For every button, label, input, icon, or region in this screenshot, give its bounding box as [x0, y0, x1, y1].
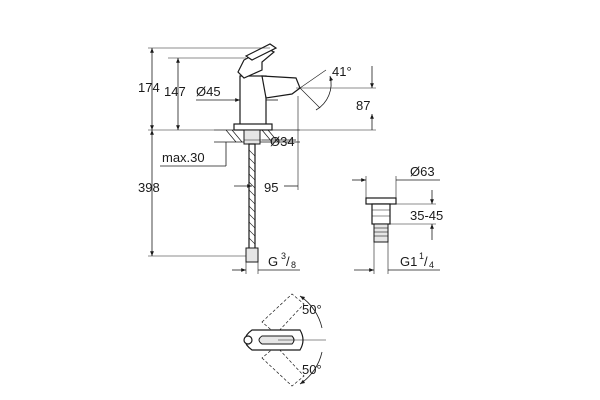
drain-assembly [365, 197, 397, 243]
dim-drain-range: 35-45 [410, 208, 443, 223]
dim-max-thickness: max.30 [162, 150, 205, 165]
faucet-lever [237, 47, 276, 79]
svg-text:G1: G1 [400, 254, 417, 269]
svg-text:1: 1 [419, 251, 424, 261]
dim-hose-offset: 95 [264, 180, 278, 195]
drain-thread [373, 223, 389, 243]
dim-total-height: 174 [138, 80, 160, 95]
faucet-base [233, 123, 273, 131]
dim-body-diameter: Ø45 [196, 84, 221, 99]
faucet-dimension-lines [148, 47, 376, 274]
faucet-spout [261, 75, 301, 99]
drain-dimension-lines [352, 176, 440, 274]
dim-rotation-lower: 50° [302, 362, 322, 377]
dim-drain-thread: G1 1 / 4 [400, 251, 434, 270]
svg-text:G: G [268, 254, 278, 269]
supply-hose [248, 143, 256, 253]
aerator [243, 335, 253, 345]
dim-spout-reach: 87 [356, 98, 370, 113]
svg-text:4: 4 [429, 260, 434, 270]
lever-rotated-up [261, 293, 305, 335]
faucet-top-view [243, 293, 326, 387]
dim-connection-thread: G 3 / 8 [268, 251, 296, 270]
svg-text:3: 3 [281, 251, 286, 261]
svg-text:/: / [424, 254, 428, 269]
dim-hose-length: 398 [138, 180, 160, 195]
lever-rotated-down [261, 345, 305, 387]
dim-spout-height: 147 [164, 84, 186, 99]
dim-lever-angle: 41° [332, 64, 352, 79]
dim-drain-diameter: Ø63 [410, 164, 435, 179]
drain-body [371, 203, 391, 225]
dim-rotation-upper: 50° [302, 302, 322, 317]
top-view-lever [258, 335, 295, 345]
hose-connector [245, 247, 259, 263]
dim-mount-hole: Ø34 [270, 134, 295, 149]
svg-text:/: / [286, 254, 290, 269]
svg-text:8: 8 [291, 260, 296, 270]
faucet-body [239, 75, 267, 129]
drain-cap [365, 197, 397, 205]
faucet-side-view [214, 43, 301, 263]
mounting-shank [243, 129, 261, 145]
